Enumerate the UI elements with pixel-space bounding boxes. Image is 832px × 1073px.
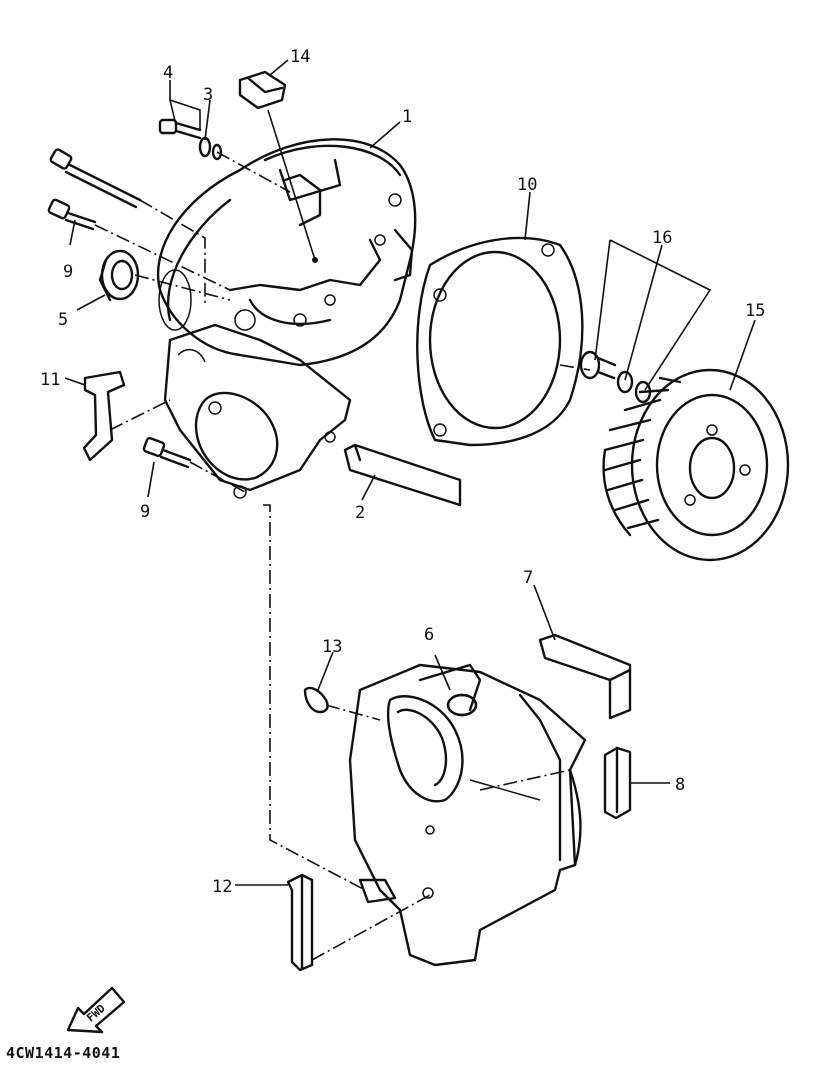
grommet-part-6: [446, 693, 478, 717]
flywheel-part-15: [602, 368, 790, 562]
callout-5: 5: [58, 310, 68, 330]
callout-7: 7: [523, 568, 533, 588]
oil-seal-part-5: [98, 249, 140, 302]
crankcase-cover-part-1: [156, 138, 417, 367]
damper-part-7: [538, 633, 632, 720]
cover-gasket-plate: [163, 323, 352, 499]
washer-part-16: [616, 370, 652, 404]
long-bolt-upper: [49, 148, 142, 209]
damper-part-8: [603, 746, 632, 820]
callout-16: 16: [652, 228, 672, 248]
gasket-part-10: [416, 236, 584, 447]
bolt-part-4: [158, 118, 202, 140]
callout-numbers: 1 2 3 4 5 6 7 8 9 9 10 11 12 13 14 15 16: [40, 47, 765, 897]
damper-part-2: [343, 443, 462, 507]
bracket-part-12: [286, 873, 314, 972]
nut-part-14: [238, 70, 287, 110]
washer-part-3: [198, 136, 223, 161]
clamp-part-11: [82, 370, 126, 462]
leader-lines: [64, 59, 756, 886]
callout-1: 1: [402, 107, 412, 127]
callout-14: 14: [290, 47, 310, 67]
callout-8: 8: [675, 775, 685, 795]
callout-9b: 9: [140, 502, 150, 522]
callout-13: 13: [322, 637, 342, 657]
callout-11: 11: [40, 370, 60, 390]
diagram-code: 4CW1414-4041: [6, 1044, 121, 1062]
callout-9a: 9: [63, 262, 73, 282]
plug-part-13: [303, 686, 329, 714]
alignment-lines: [94, 151, 591, 961]
callout-2: 2: [355, 503, 365, 523]
callout-6: 6: [424, 625, 434, 645]
bolt-part-9-lower: [142, 436, 192, 469]
flywheel-nut: [579, 350, 617, 380]
callout-15: 15: [745, 301, 765, 321]
bolt-part-9-upper: [47, 198, 97, 231]
forward-direction-arrow-icon: FWD: [66, 986, 126, 1034]
callout-12: 12: [212, 877, 232, 897]
callout-4: 4: [163, 63, 173, 83]
fwd-label: FWD: [84, 1002, 108, 1025]
callout-10: 10: [517, 175, 537, 195]
callout-3: 3: [203, 85, 213, 105]
